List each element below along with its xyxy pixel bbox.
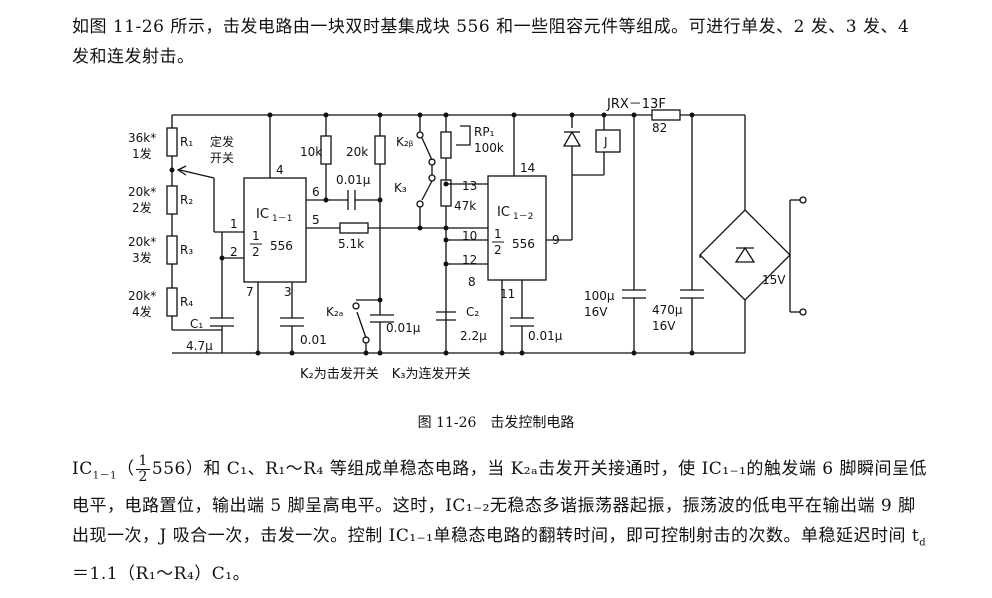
r1-resistor [166, 127, 178, 157]
svg-text:C₂: C₂ [466, 305, 479, 319]
svg-text:2: 2 [252, 245, 260, 259]
svg-text:R₂: R₂ [180, 193, 193, 207]
bridge-rectifier [699, 209, 791, 301]
svg-text:0.01μ: 0.01μ [336, 173, 371, 187]
r4-resistor [166, 287, 178, 317]
svg-text:3: 3 [284, 285, 292, 299]
svg-text:15V: 15V [762, 273, 786, 287]
svg-text:0.01: 0.01 [300, 333, 327, 347]
svg-text:4发: 4发 [132, 304, 152, 319]
svg-text:10: 10 [462, 229, 477, 243]
svg-text:20k*: 20k* [128, 185, 156, 199]
svg-text:R₁: R₁ [180, 135, 193, 149]
svg-text:0.01μ: 0.01μ [386, 321, 421, 335]
svg-text:1: 1 [230, 217, 238, 231]
figure-caption: 图 11-26 击发控制电路 [417, 415, 575, 431]
svg-text:IC: IC [256, 207, 269, 222]
svg-text:1: 1 [252, 229, 260, 243]
svg-text:4: 4 [276, 163, 284, 177]
relay-coil [595, 129, 621, 153]
svg-text:2发: 2发 [132, 200, 152, 215]
svg-text:36k*: 36k* [128, 131, 156, 145]
svg-text:2.2μ: 2.2μ [460, 329, 487, 343]
svg-text:1－2: 1－2 [513, 212, 533, 222]
svg-text:K₂ₐ: K₂ₐ [326, 305, 343, 319]
intro-paragraph: 如图 11-26 所示，击发电路由一块双时基集成块 556 和一些阻容元件等组成… [72, 17, 910, 67]
r2-resistor [166, 185, 178, 215]
r82-label: 82 [652, 121, 667, 135]
svg-text:20k*: 20k* [128, 289, 156, 303]
svg-text:R₄: R₄ [180, 295, 193, 309]
svg-text:RP₁: RP₁ [474, 125, 495, 139]
svg-text:K₂ᵦ: K₂ᵦ [396, 135, 414, 149]
svg-text:2: 2 [230, 245, 238, 259]
svg-text:开关: 开关 [210, 151, 234, 165]
svg-text:5: 5 [312, 213, 320, 227]
svg-text:1发: 1发 [132, 146, 152, 161]
svg-text:16V: 16V [584, 305, 608, 319]
svg-text:7: 7 [246, 285, 254, 299]
r3-resistor [166, 235, 178, 265]
svg-text:1－1: 1－1 [272, 214, 292, 224]
svg-text:556: 556 [512, 237, 535, 251]
svg-text:100k: 100k [474, 141, 504, 155]
svg-text:13: 13 [462, 179, 477, 193]
svg-text:定发: 定发 [210, 134, 234, 149]
svg-text:1: 1 [494, 227, 502, 241]
svg-text:IC: IC [497, 205, 510, 220]
relay-label: JRX－13F [606, 97, 666, 112]
svg-text:20k*: 20k* [128, 235, 156, 249]
svg-text:3发: 3发 [132, 250, 152, 265]
svg-text:5.1k: 5.1k [338, 237, 364, 251]
svg-text:K₃: K₃ [394, 181, 407, 195]
svg-text:556: 556 [270, 239, 293, 253]
svg-text:4.7μ: 4.7μ [186, 339, 213, 353]
svg-text:12: 12 [462, 253, 477, 267]
svg-text:6: 6 [312, 185, 320, 199]
svg-text:47k: 47k [454, 199, 476, 213]
svg-text:16V: 16V [652, 319, 676, 333]
svg-text:J: J [603, 135, 608, 149]
svg-text:11: 11 [500, 287, 515, 301]
ic1-1-chip [243, 177, 307, 283]
svg-text:20k: 20k [346, 145, 368, 159]
svg-text:0.01μ: 0.01μ [528, 329, 563, 343]
svg-text:R₃: R₃ [180, 243, 193, 257]
svg-text:14: 14 [520, 161, 535, 175]
svg-text:9: 9 [552, 233, 560, 247]
svg-text:470μ: 470μ [652, 303, 683, 317]
svg-text:8: 8 [468, 275, 476, 289]
svg-text:K₂为击发开关 K₃为连发开关: K₂为击发开关 K₃为连发开关 [300, 366, 470, 382]
svg-text:2: 2 [494, 243, 502, 257]
svg-text:10k: 10k [300, 145, 322, 159]
svg-text:100μ: 100μ [584, 289, 615, 303]
svg-text:C₁: C₁ [190, 317, 203, 331]
ic1-2-chip [487, 175, 547, 281]
